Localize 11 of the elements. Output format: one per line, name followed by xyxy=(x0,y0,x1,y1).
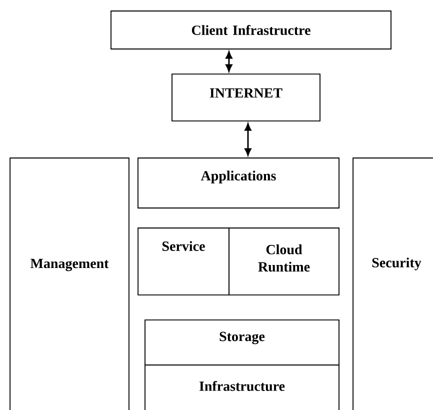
box: Client Infrastructre xyxy=(110,10,392,50)
box: Applications xyxy=(138,158,340,208)
box: Infrastructure xyxy=(144,364,340,410)
box: Cloud Runtime xyxy=(228,228,340,296)
box: INTERNET xyxy=(172,74,320,122)
arrow xyxy=(226,51,232,72)
box: Storage xyxy=(144,320,340,366)
box: Security xyxy=(352,158,433,410)
box: Service xyxy=(138,228,230,296)
arrow xyxy=(244,123,252,156)
box: Management xyxy=(10,158,130,410)
